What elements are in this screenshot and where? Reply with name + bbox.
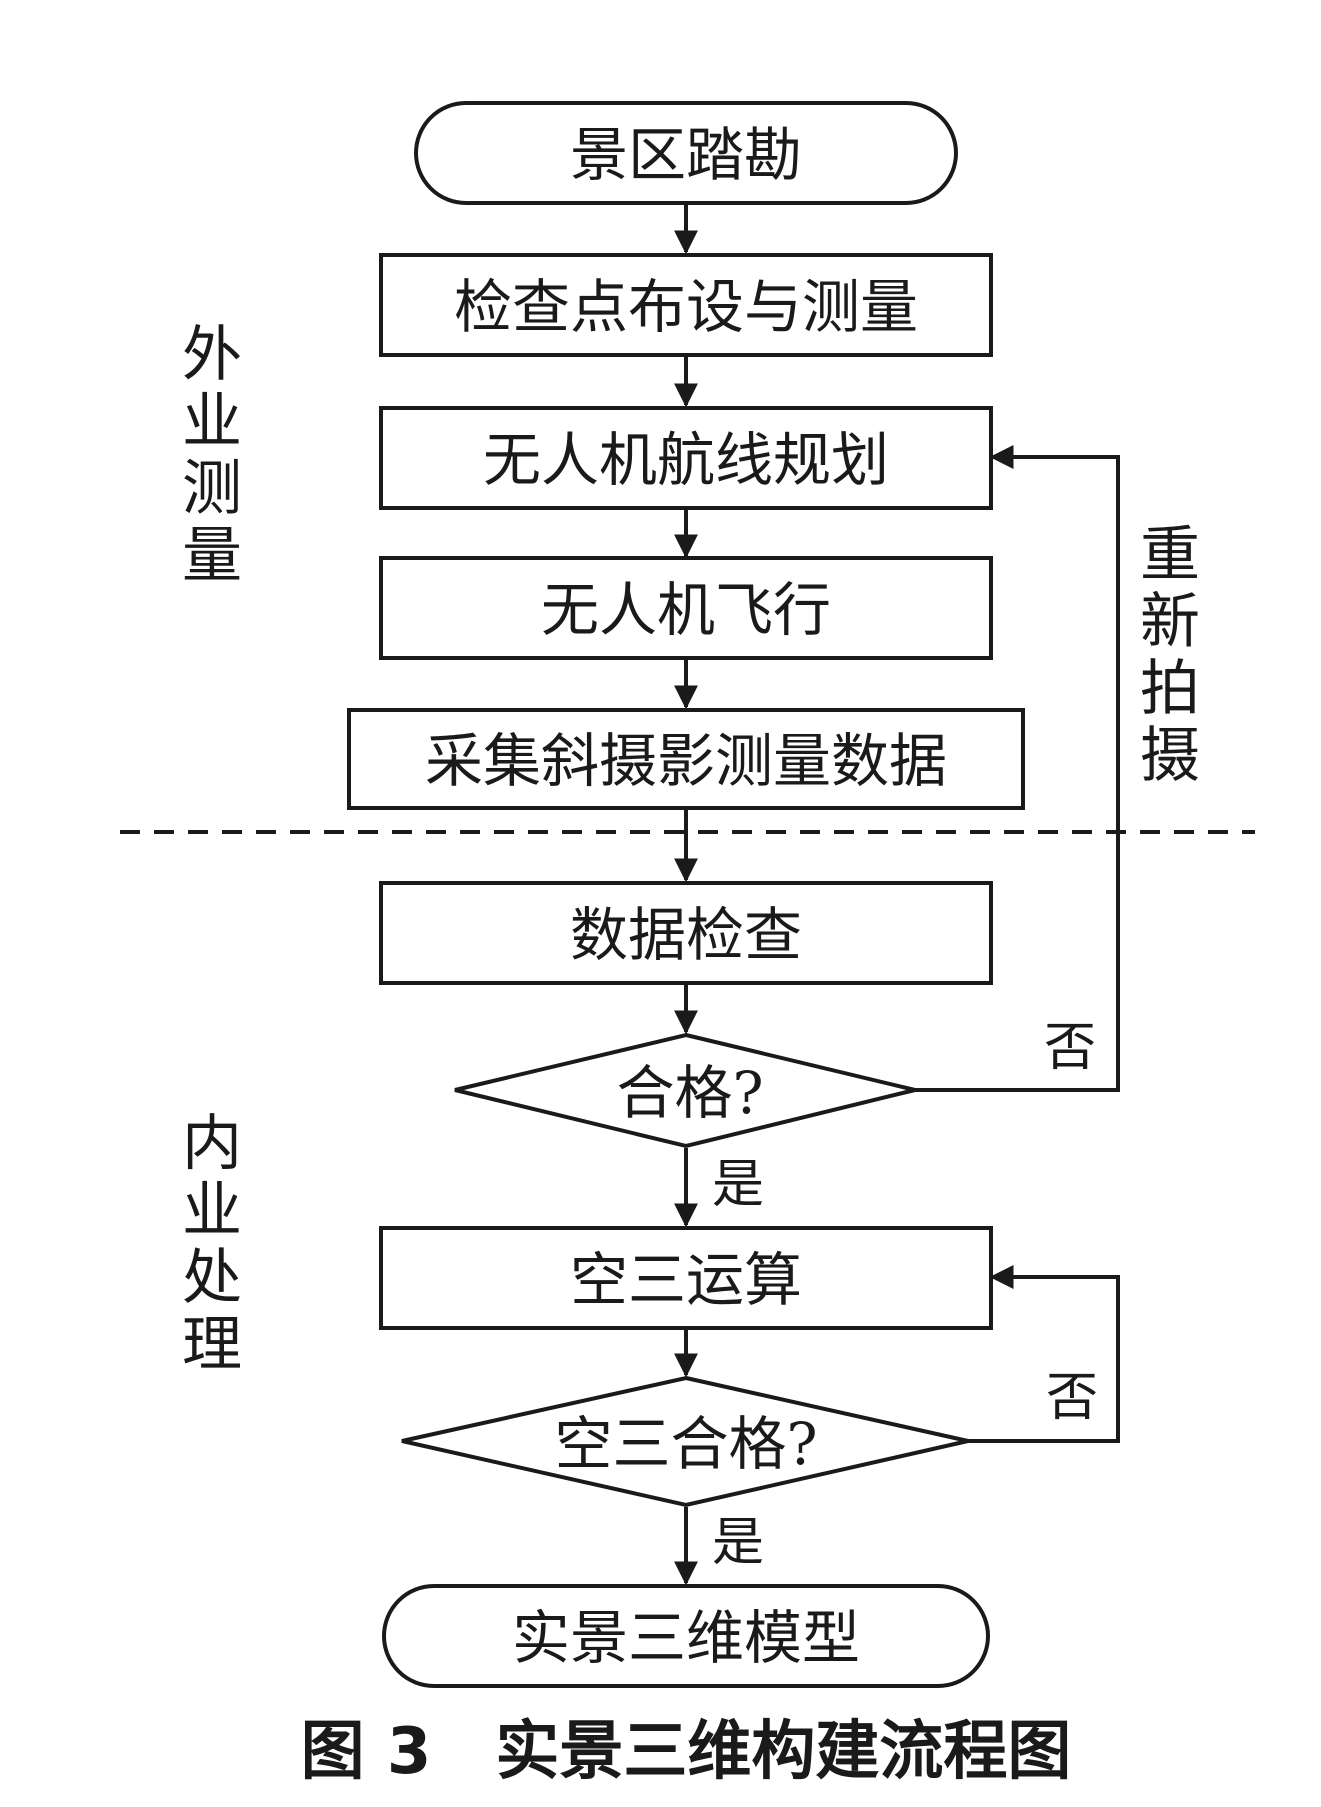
node-aerial-ok-label: 空三合格? <box>554 1410 817 1478</box>
node-flight-shape <box>379 556 993 660</box>
node-route-label: 无人机航线规划 <box>483 426 889 494</box>
side-label-reshoot-3: 拍 <box>1140 654 1200 724</box>
side-label-office-1: 内 <box>182 1109 242 1179</box>
node-datacheck-label: 数据检查 <box>570 901 802 969</box>
node-collect-shape <box>347 708 1025 810</box>
node-aerial-ok-shape <box>401 1375 969 1508</box>
side-label-field-2: 业 <box>182 387 242 457</box>
loop-aerial-arrow <box>968 1265 1120 1443</box>
side-label-field-4: 量 <box>182 521 242 591</box>
edge-label-yes-2: 是 <box>712 1513 764 1573</box>
edge-label-no-2: 否 <box>1046 1368 1098 1428</box>
node-end-label: 实景三维模型 <box>512 1604 860 1672</box>
loop-reshoot-arrow <box>915 445 1120 1092</box>
node-datacheck-shape <box>379 881 993 985</box>
figure-caption: 图 3 实景三维构建流程图 <box>301 1715 1072 1789</box>
side-label-reshoot-4: 摄 <box>1140 721 1200 791</box>
side-label-reshoot-1: 重 <box>1140 520 1200 590</box>
node-qualified-shape <box>454 1032 916 1149</box>
node-checkpoint-shape <box>379 253 993 357</box>
node-aerial-label: 空三运算 <box>570 1246 802 1314</box>
node-start-label: 景区踏勘 <box>570 121 802 189</box>
node-checkpoint-label: 检查点布设与测量 <box>454 273 918 341</box>
side-label-field-1: 外 <box>182 320 242 390</box>
node-collect-label: 采集斜摄影测量数据 <box>425 727 947 795</box>
node-route-shape <box>379 406 993 510</box>
edge-label-yes-1: 是 <box>712 1155 764 1215</box>
side-label-office-2: 业 <box>182 1176 242 1246</box>
node-flight-label: 无人机飞行 <box>541 576 831 644</box>
edge-label-no-1: 否 <box>1044 1018 1096 1078</box>
node-end-shape <box>382 1584 990 1688</box>
node-start-shape <box>414 101 958 205</box>
side-label-reshoot-2: 新 <box>1140 587 1200 657</box>
node-qualified-label: 合格? <box>616 1059 763 1127</box>
side-label-office-3: 处 <box>182 1243 242 1313</box>
node-aerial-shape <box>379 1226 993 1330</box>
side-label-office-4: 理 <box>182 1310 242 1380</box>
side-label-field-3: 测 <box>182 454 242 524</box>
